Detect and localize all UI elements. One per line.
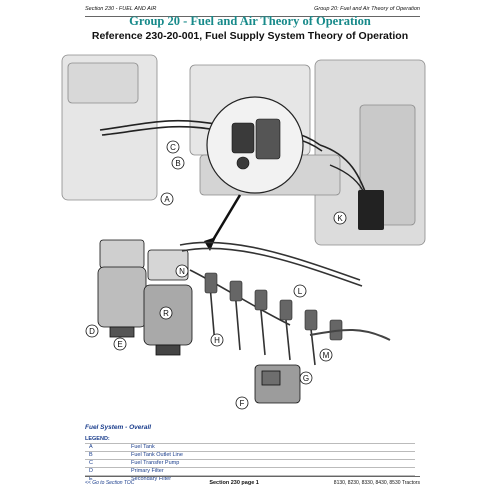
page-header: Section 230 - FUEL AND AIR Group 20: Fue…: [85, 6, 420, 17]
legend-key: E: [89, 476, 93, 482]
zoom-circle: [206, 96, 304, 194]
tractor-models: 8130, 8230, 8330, 8430, 8530 Tractors: [333, 480, 420, 486]
legend-row: B Fuel Tank Outlet Line: [85, 451, 415, 459]
callout-labels: A B C D E F G H K L M N R: [85, 140, 347, 410]
legend-key: C: [89, 460, 93, 466]
k-connector: [358, 190, 384, 230]
callout-b: B: [171, 156, 185, 170]
primary-filter: [97, 239, 147, 338]
reference-heading: Reference 230-20-001, Fuel Supply System…: [91, 30, 409, 42]
svg-text:R: R: [163, 309, 169, 318]
svg-text:G: G: [303, 374, 309, 383]
legend-label: Secondary Filter: [131, 476, 172, 482]
callout-g: G: [299, 371, 313, 385]
callout-k: K: [333, 211, 347, 225]
callout-f: F: [235, 396, 249, 410]
injectors: [204, 272, 343, 341]
callout-l: L: [293, 284, 307, 298]
page-title: Group 20 - Fuel and Air Theory of Operat…: [129, 14, 371, 28]
legend-label: Fuel Transfer Pump: [131, 460, 180, 466]
page-footer: << Go to Section TOC Section 230 page 1 …: [85, 476, 420, 488]
svg-text:A: A: [164, 195, 170, 204]
down-arrow: [208, 194, 242, 246]
figure-caption: Fuel System - Overall: [85, 424, 152, 431]
callout-c: C: [166, 140, 180, 154]
svg-text:H: H: [214, 336, 220, 345]
svg-text:K: K: [337, 214, 343, 223]
page-number: Section 230 page 1: [209, 480, 259, 486]
legend-label: Fuel Tank Outlet Line: [131, 452, 183, 458]
legend-row: D Primary Filter: [85, 467, 415, 475]
header-section: Section 230 - FUEL AND AIR: [85, 6, 157, 12]
callout-r: R: [159, 306, 173, 320]
transfer-pump-detail: [231, 118, 281, 170]
callout-h: H: [210, 333, 224, 347]
callout-n: N: [175, 264, 189, 278]
svg-text:B: B: [175, 159, 180, 168]
svg-text:C: C: [170, 143, 176, 152]
toc-link[interactable]: << Go to Section TOC: [85, 480, 135, 486]
legend-row: E Secondary Filter: [85, 475, 415, 483]
fuel-system-illustration: A B C D E F G H K L M N R: [61, 54, 426, 410]
svg-text:L: L: [298, 287, 303, 296]
callout-d: D: [85, 324, 99, 338]
legend-key: A: [89, 444, 93, 450]
callout-a: A: [160, 192, 174, 206]
legend-label: Fuel Tank: [131, 444, 155, 450]
legend-key: B: [89, 452, 93, 458]
callout-e: E: [113, 337, 127, 351]
callout-m: M: [319, 348, 333, 362]
legend-label: Primary Filter: [131, 468, 164, 474]
svg-text:D: D: [89, 327, 95, 336]
legend-key: D: [89, 468, 93, 474]
legend-row: C Fuel Transfer Pump: [85, 459, 415, 467]
svg-text:F: F: [240, 399, 245, 408]
legend-row: A Fuel Tank: [85, 443, 415, 451]
legend-table: LEGEND: A Fuel Tank B Fuel Tank Outlet L…: [85, 436, 415, 483]
fuel-pump-body: [254, 364, 301, 404]
injection-lines: [179, 241, 363, 366]
header-group: Group 20: Fuel and Air Theory of Operati…: [314, 6, 420, 12]
legend-heading: LEGEND:: [85, 436, 110, 442]
svg-text:E: E: [117, 340, 122, 349]
svg-text:N: N: [179, 267, 185, 276]
svg-text:M: M: [323, 351, 330, 360]
